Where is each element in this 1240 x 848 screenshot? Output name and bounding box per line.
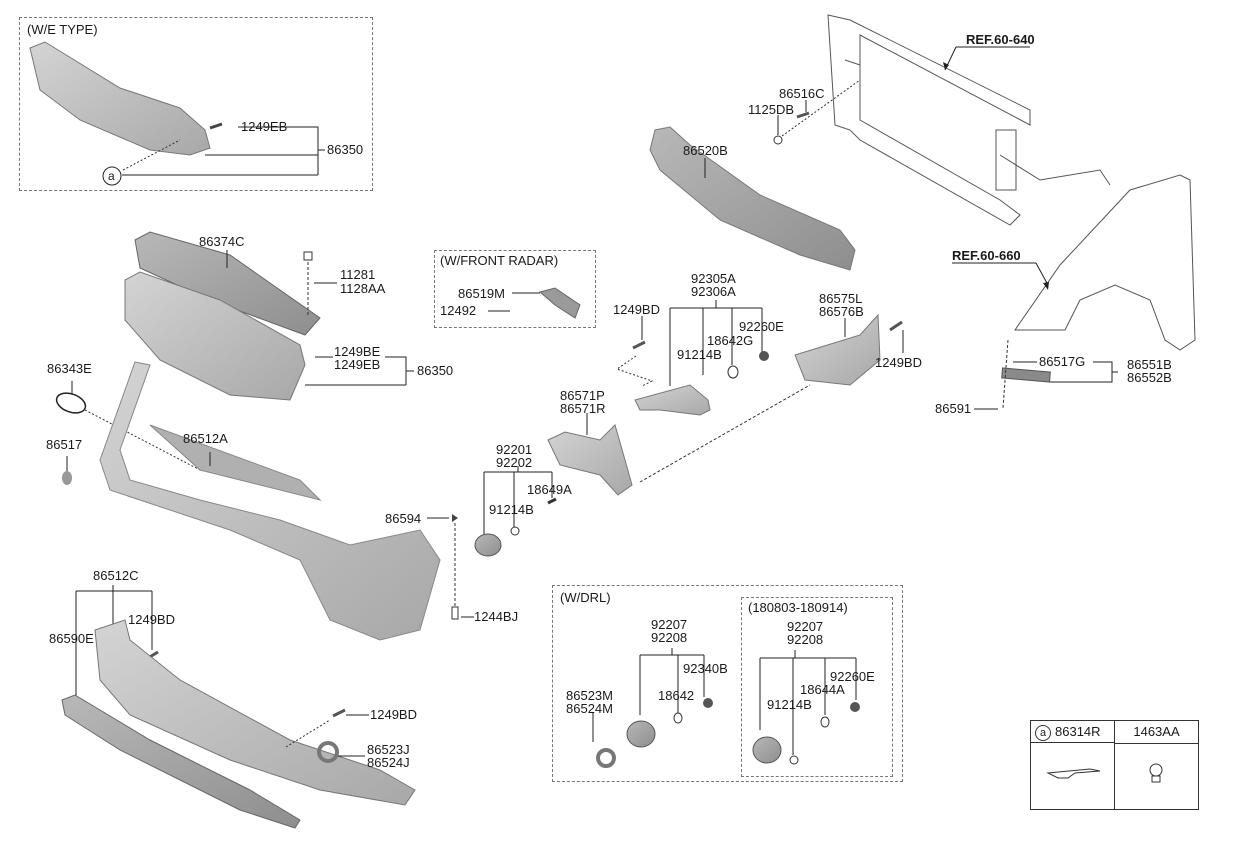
part-label-86516c[interactable]: 86516C xyxy=(779,86,825,101)
part-label-86523j[interactable]: 86523J xyxy=(367,742,410,757)
part-label-86552b[interactable]: 86552B xyxy=(1127,370,1172,385)
part-label-18642g[interactable]: 18642G xyxy=(707,333,754,348)
part-label-92340b[interactable]: 92340B xyxy=(683,661,728,676)
ref-60-660-link[interactable]: REF.60-660 xyxy=(952,248,1021,263)
part-label-11281[interactable]: 11281 xyxy=(340,267,376,282)
legend-cell-86314r[interactable]: a 86314R xyxy=(1031,721,1114,743)
legend-divider xyxy=(1114,721,1115,809)
part-label-18644a[interactable]: 18644A xyxy=(800,682,845,697)
part-label-86571p[interactable]: 86571P xyxy=(560,388,605,403)
part-label-86524m[interactable]: 86524M xyxy=(566,701,613,716)
part-label-92260e-lamp[interactable]: 92260E xyxy=(739,319,784,334)
part-label-86343e[interactable]: 86343E xyxy=(47,361,92,376)
part-label-86591[interactable]: 86591 xyxy=(935,401,972,416)
part-label-86512a[interactable]: 86512A xyxy=(183,431,228,446)
drl-box xyxy=(552,585,903,782)
part-label-92260e-dr[interactable]: 92260E xyxy=(830,669,875,684)
fender-part xyxy=(1014,174,1196,351)
front-radar-box xyxy=(434,250,596,328)
part-label-86517g[interactable]: 86517G xyxy=(1039,354,1086,369)
skid-plate-part xyxy=(61,694,301,829)
marker-a-icon: a xyxy=(1035,725,1051,741)
drl-title: (W/DRL) xyxy=(560,590,611,605)
part-label-86520b[interactable]: 86520B xyxy=(683,143,728,158)
part-label-86519m[interactable]: 86519M xyxy=(458,286,505,301)
energy-absorber-part xyxy=(649,126,856,271)
part-label-92208-dr[interactable]: 92208 xyxy=(787,632,824,647)
part-label-86524j[interactable]: 86524J xyxy=(367,755,410,770)
grille-bracket-part xyxy=(134,231,321,336)
grille-part xyxy=(124,271,306,401)
date-range-title: (180803-180914) xyxy=(748,600,848,615)
part-label-1249bd-lamp[interactable]: 1249BD xyxy=(613,302,660,317)
turn-signal-lamp-part xyxy=(634,384,711,416)
part-label-86523m[interactable]: 86523M xyxy=(566,688,613,703)
part-label-1249bd-ring[interactable]: 1249BD xyxy=(370,707,417,722)
part-label-91214b-dr[interactable]: 91214B xyxy=(767,697,812,712)
part-label-86576b[interactable]: 86576B xyxy=(819,304,864,319)
part-label-1249be[interactable]: 1249BE xyxy=(334,344,381,359)
part-label-86374c[interactable]: 86374C xyxy=(199,234,245,249)
we-grille-part xyxy=(29,41,211,156)
part-label-86551b[interactable]: 86551B xyxy=(1127,357,1172,372)
part-label-92201[interactable]: 92201 xyxy=(496,442,533,457)
part-label-91214b-fog[interactable]: 91214B xyxy=(489,502,534,517)
part-label-92305a[interactable]: 92305A xyxy=(691,271,736,286)
part-label-86512c[interactable]: 86512C xyxy=(93,568,139,583)
part-label-1249bd-lower[interactable]: 1249BD xyxy=(128,612,175,627)
fog-lamp-part xyxy=(474,533,502,557)
part-label-18642[interactable]: 18642 xyxy=(658,688,695,703)
part-label-1125db[interactable]: 1125DB xyxy=(748,102,795,117)
part-label-1249eb[interactable]: 1249EB xyxy=(334,357,381,372)
part-label-92207-dr[interactable]: 92207 xyxy=(787,619,824,634)
part-label-1244bj[interactable]: 1244BJ xyxy=(474,609,519,624)
part-label-12492[interactable]: 12492 xyxy=(440,303,477,318)
part-label-86517[interactable]: 86517 xyxy=(46,437,83,452)
part-label-91214b-lamp[interactable]: 91214B xyxy=(677,347,722,362)
legend-part-1463aa: 1463AA xyxy=(1133,724,1180,739)
radiator-support-part xyxy=(827,14,1111,226)
fog-bezel-part xyxy=(547,424,633,496)
part-label-86571r[interactable]: 86571R xyxy=(560,401,606,416)
legend-part-86314r: 86314R xyxy=(1055,724,1101,739)
part-label-86350-we[interactable]: 86350 xyxy=(327,142,364,157)
legend-table: a 86314R 1463AA xyxy=(1030,720,1199,810)
part-label-1128aa[interactable]: 1128AA xyxy=(340,281,386,296)
fog-ring-part xyxy=(317,741,339,763)
part-label-92306a[interactable]: 92306A xyxy=(691,284,736,299)
we-type-box xyxy=(19,17,373,191)
front-radar-title: (W/FRONT RADAR) xyxy=(440,253,559,268)
part-label-92208-drl[interactable]: 92208 xyxy=(651,630,688,645)
part-label-18649a[interactable]: 18649A xyxy=(527,482,572,497)
lower-grille-part xyxy=(94,619,416,806)
part-label-86594[interactable]: 86594 xyxy=(385,511,422,526)
legend-cell-1463aa[interactable]: 1463AA xyxy=(1115,721,1198,744)
part-label-92207-drl[interactable]: 92207 xyxy=(651,617,688,632)
part-label-1249bd-bracket[interactable]: 1249BD xyxy=(875,355,922,370)
front-bumper-part xyxy=(99,361,441,641)
date-range-box xyxy=(741,597,893,777)
ref-60-640-link[interactable]: REF.60-640 xyxy=(966,32,1035,47)
part-label-86590e[interactable]: 86590E xyxy=(49,631,94,646)
part-label-1249eb-we[interactable]: 1249EB xyxy=(241,119,288,134)
drl-fog-lamp-part xyxy=(626,720,656,748)
part-label-92202[interactable]: 92202 xyxy=(496,455,533,470)
kia-emblem-part xyxy=(55,392,87,414)
part-label-86350[interactable]: 86350 xyxy=(417,363,454,378)
we-type-title: (W/E TYPE) xyxy=(27,22,98,37)
part-label-86575l[interactable]: 86575L xyxy=(819,291,863,306)
marker-a: a xyxy=(108,169,115,183)
